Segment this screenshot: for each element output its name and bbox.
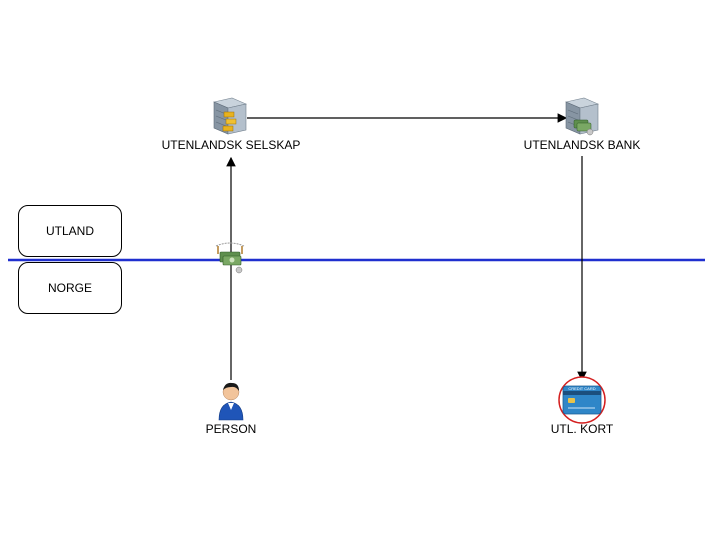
credit-card-icon: CREDIT CARD — [558, 376, 606, 424]
person-label: PERSON — [205, 422, 257, 436]
money-transfer-icon — [215, 242, 245, 274]
server-building-gold-icon — [213, 97, 247, 135]
foreign-bank-label: UTENLANDSK BANK — [523, 138, 641, 152]
region-norge-label: NORGE — [47, 281, 92, 295]
foreign-card-label: UTL. KORT — [550, 422, 614, 436]
region-utland: UTLAND — [18, 205, 122, 257]
region-norge: NORGE — [18, 262, 122, 314]
card-text: CREDIT CARD — [568, 386, 595, 391]
region-utland-label: UTLAND — [45, 224, 94, 238]
foreign-company-label: UTENLANDSK SELSKAP — [161, 138, 301, 152]
bank-building-money-icon — [565, 97, 599, 136]
person-icon — [218, 382, 244, 421]
